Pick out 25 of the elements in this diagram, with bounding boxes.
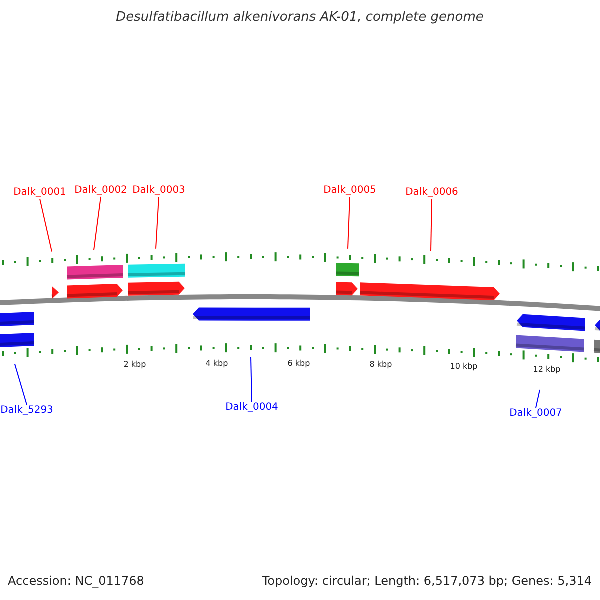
gene-label: Dalk_0005 (324, 186, 376, 196)
gene-label: Dalk_0006 (406, 188, 458, 198)
gene-label: Dalk_0002 (74, 186, 128, 196)
title: Desulfatibacillum alkenivorans AK-01, complete genome (116, 11, 484, 24)
scale-label: 6 kbp (288, 360, 310, 368)
gene-label: Dalk_0004 (226, 403, 278, 413)
leader-line (348, 196, 350, 250)
footer-text: Accession: NC_011768 (8, 575, 144, 587)
gene-label: Dalk_0001 (14, 188, 66, 198)
scale-label: 2 kbp (124, 361, 146, 369)
leader-line (430, 198, 432, 252)
footer-text: Topology: circular; Length: 6,517,073 bp; Genes: 5,314 (262, 575, 592, 587)
leader-line (14, 364, 28, 406)
gene-label: Dalk_0003 (132, 186, 186, 196)
scale-label: 10 kbp (450, 363, 478, 371)
scale-label: 8 kbp (370, 361, 392, 369)
gene-label: Dalk_5293 (0, 406, 54, 416)
leader-line (40, 198, 52, 252)
scale-label: 4 kbp (206, 360, 228, 368)
leader-line (94, 196, 102, 251)
leader-line (250, 356, 252, 402)
scale-label: 12 kbp (533, 366, 561, 374)
leader-line (156, 196, 160, 250)
gene-label: Dalk_0007 (510, 409, 562, 419)
leader-line (536, 390, 540, 408)
